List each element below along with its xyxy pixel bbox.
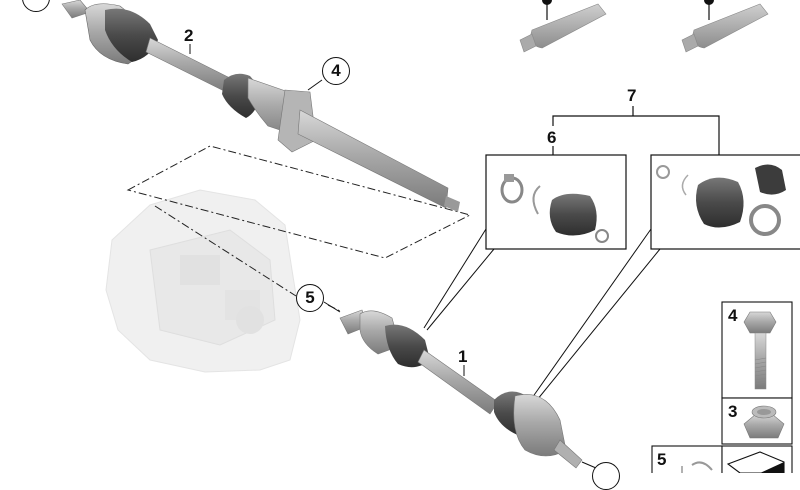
table-label-5: 5 [657,450,667,469]
collar-nut-icon [743,405,785,439]
callout-7: 7 [627,86,637,105]
table-label-3: 3 [728,402,738,421]
table-label-4: 4 [728,306,738,325]
boot-icon [696,177,744,228]
callout-1: 1 [458,347,468,366]
left-drive-shaft [339,309,583,469]
callout-4-circled: 4 [322,57,350,85]
transmission-ghost [105,189,301,373]
group-bracket-7 [552,106,720,155]
boot-icon [549,193,597,236]
bushing-icon [755,164,786,195]
right-drive-shaft [61,0,460,212]
leader-5 [323,301,341,313]
leader-4 [307,79,323,91]
circlip-icon [532,185,541,215]
callout-2: 2 [184,26,194,45]
hex-bolt-icon [743,311,777,390]
kit-box-outer-boot[interactable] [650,154,800,250]
callout-bottom-circled-cut [592,462,620,490]
kit-leaders [423,228,661,401]
parts-diagram [61,0,800,473]
callout-cut-right [704,0,714,5]
callout-cut-left [542,0,552,5]
grease-tube-right [681,0,769,53]
kit-box-inner-boot[interactable] [485,154,627,250]
grease-tube-left [519,0,607,53]
callout-6: 6 [547,128,557,147]
circlip-icon [691,461,713,471]
callout-5-circled: 5 [296,284,324,312]
hose-clamp-icon [749,204,781,236]
